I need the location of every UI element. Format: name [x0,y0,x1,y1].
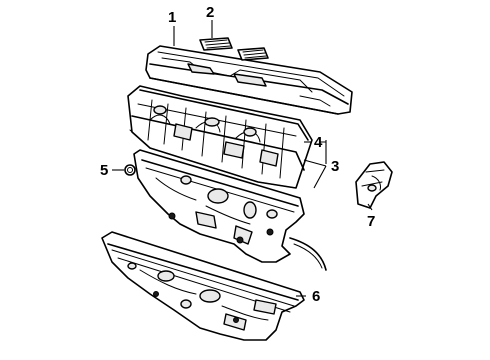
callout-5: 5 [100,162,108,179]
bracket-part [355,161,393,209]
dash-insulator [101,231,305,341]
callout-4: 4 [314,134,323,151]
vent-grille-pads [199,37,269,61]
callout-1: 1 [168,9,176,26]
callout-7: 7 [367,213,375,230]
leader-lines [112,20,373,297]
cowl-top-panel [145,45,353,115]
callout-2: 2 [206,4,214,21]
cowl-upper-structure [127,85,313,189]
callout-6: 6 [312,288,320,305]
callout-3: 3 [331,158,339,175]
dash-panel [124,149,327,271]
